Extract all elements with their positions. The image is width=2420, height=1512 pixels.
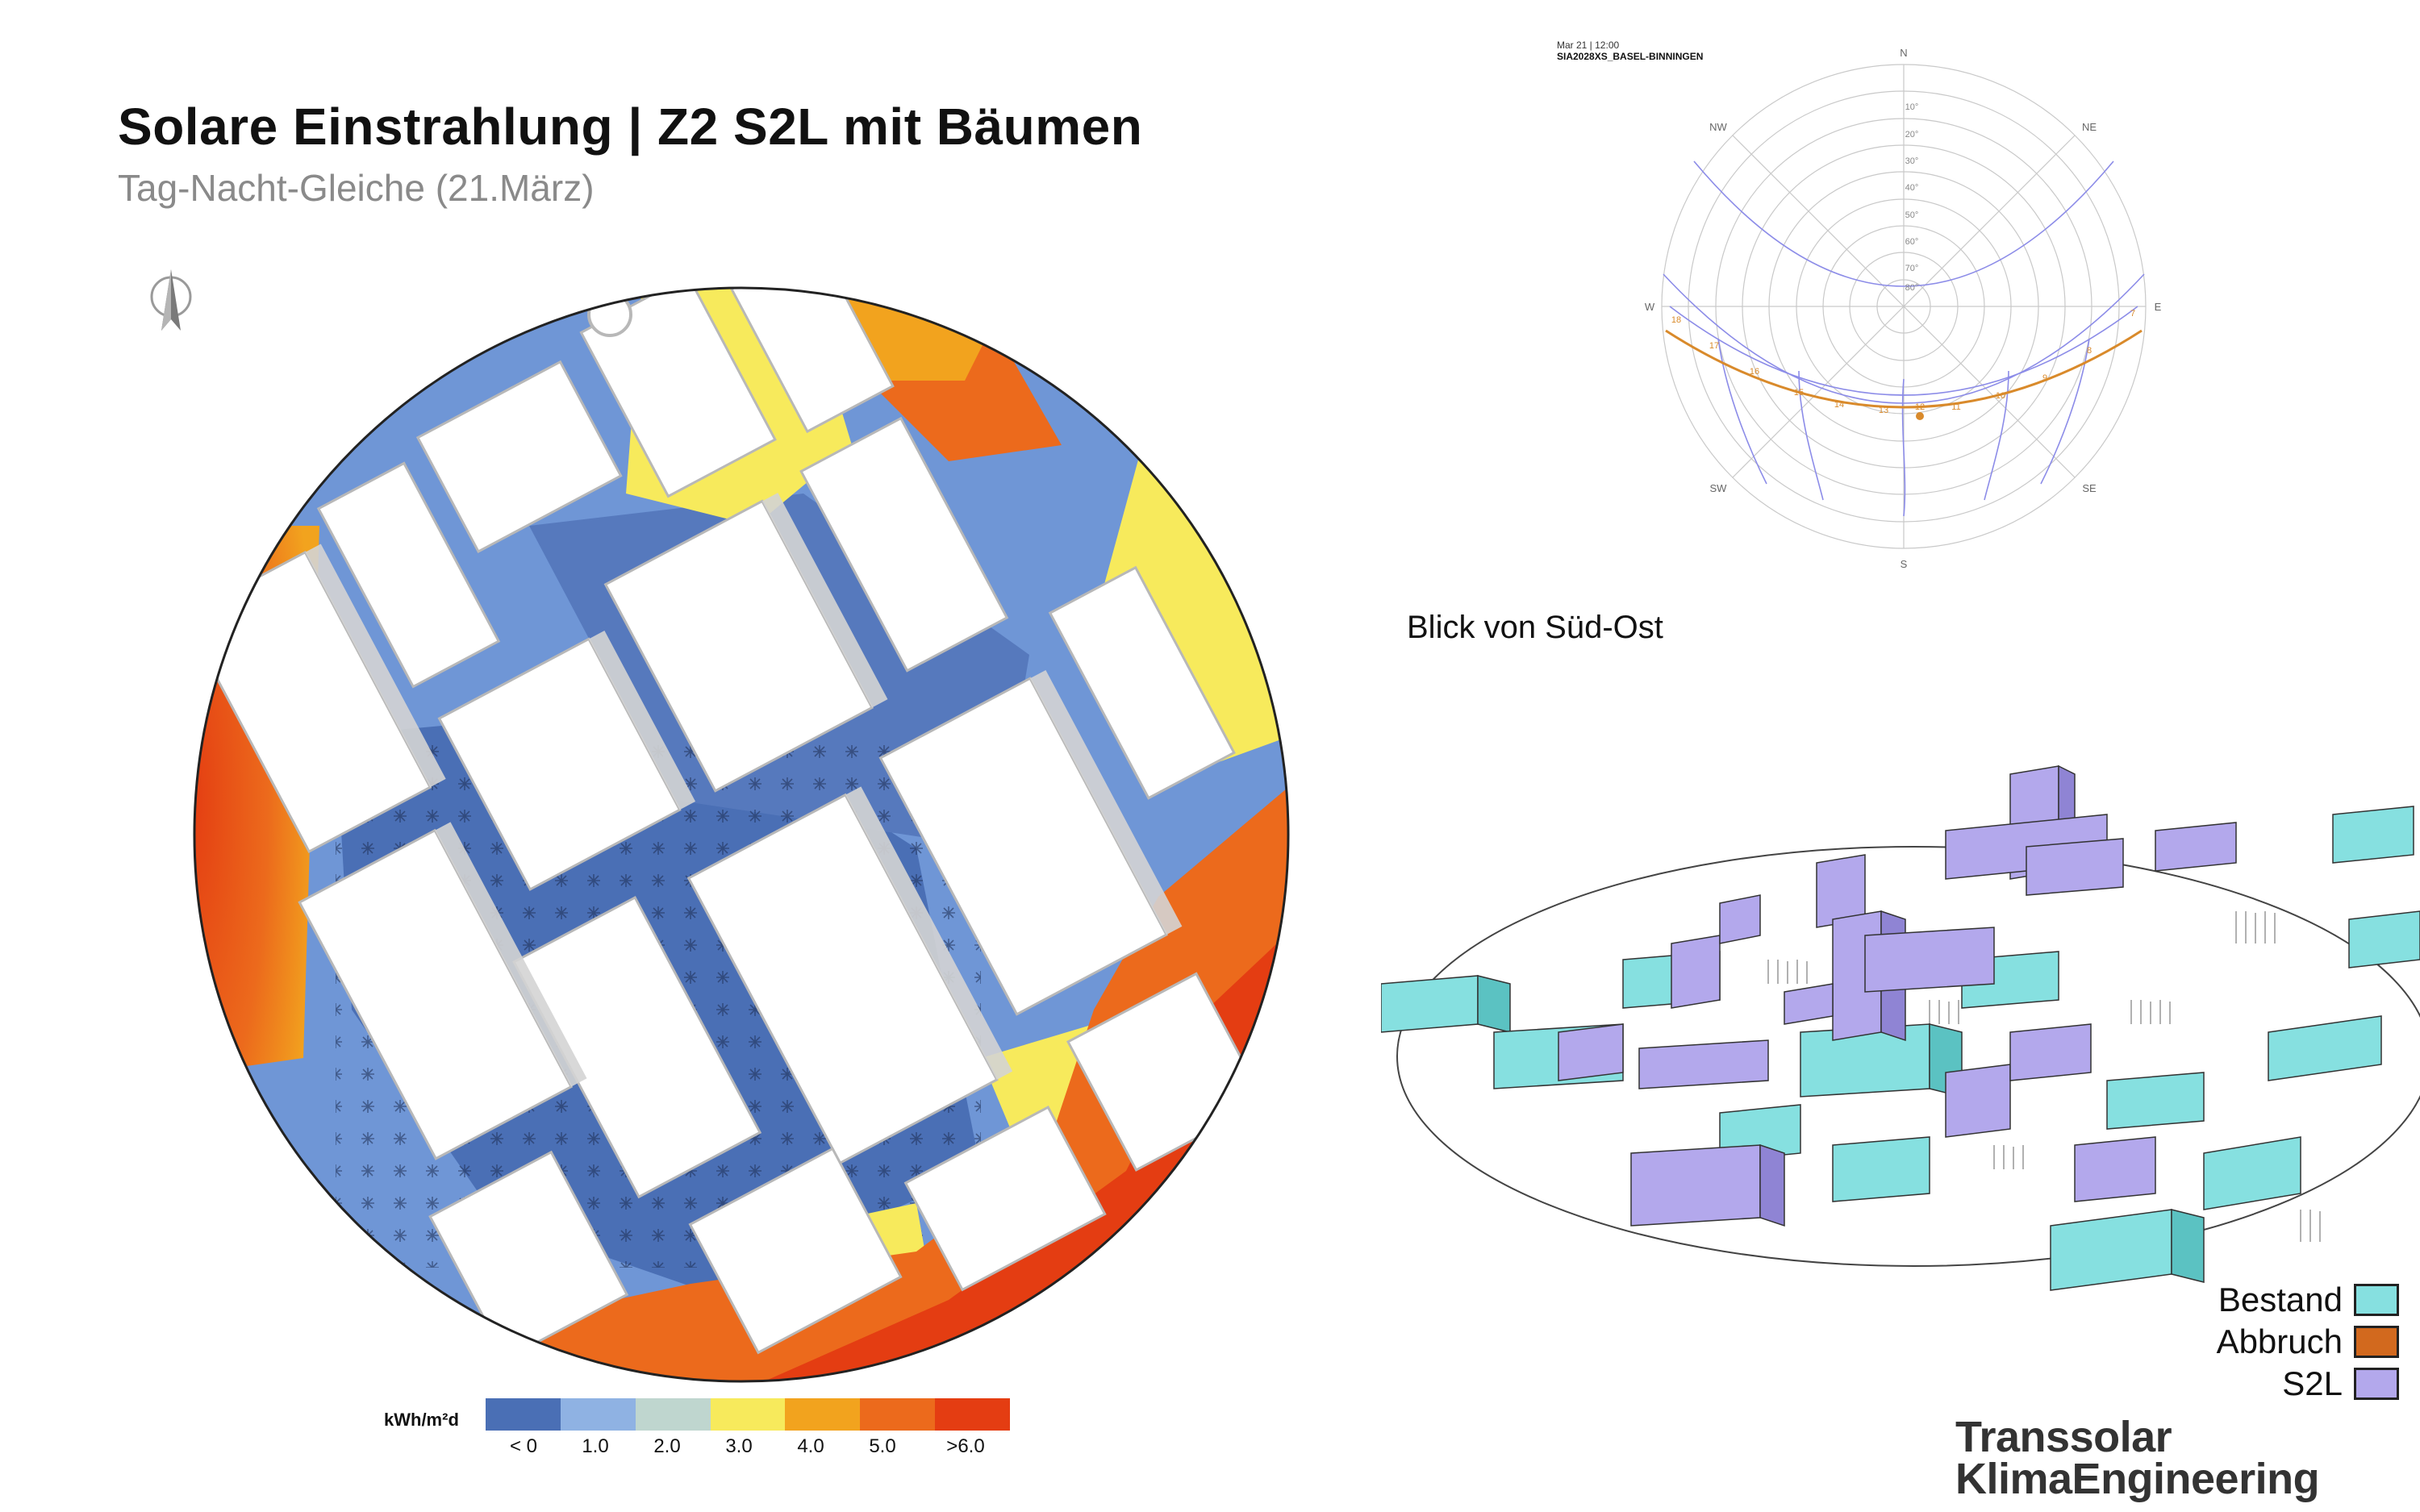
compass-sw: SW [1710,482,1728,494]
altitude-label: 20° [1905,130,1919,140]
legend-swatch-4 [785,1398,861,1431]
hour-label: 18 [1671,315,1681,325]
company-logo: Transsolar KlimaEngineering [1955,1413,2320,1503]
altitude-label: 30° [1905,156,1919,166]
compass-e: E [2155,301,2162,313]
map-content [194,288,1288,1381]
altitude-label: 80° [1905,283,1919,293]
sunpath-header-line2: SIA2028XS_BASEL-BINNINGEN [1557,51,1703,62]
compass-nw: NW [1709,121,1727,133]
legend-swatch-0 [486,1398,561,1431]
hour-label: 15 [1794,388,1804,398]
hour-label: 11 [1951,402,1960,412]
compass-s: S [1901,558,1908,570]
page-subtitle: Tag-Nacht-Gleiche (21.März) [118,167,595,209]
legend-swatch-1 [560,1398,636,1431]
hour-label: 16 [1750,367,1759,377]
irradiation-map [193,286,1290,1383]
legend-swatch-s2l [2354,1368,2399,1400]
view-label: Blick von Süd-Ost [1407,610,1663,645]
hour-label: 12 [1915,402,1925,412]
compass-w: W [1645,301,1655,313]
color-legend [486,1398,1011,1431]
legend-row-s2l: S2L [2282,1364,2399,1403]
legend-tick: 5.0 [869,1435,896,1457]
hour-label: 14 [1834,400,1844,410]
north-arrow-icon [150,269,192,331]
legend-tick: >6.0 [946,1435,985,1457]
altitude-label: 10° [1905,102,1919,112]
legend-swatch-3 [710,1398,786,1431]
hour-label: 13 [1879,406,1888,415]
legend-tick: 3.0 [725,1435,753,1457]
hour-label: 10 [1996,391,2005,401]
legend-row-abbruch: Abbruch [2217,1322,2399,1361]
legend-swatch-2 [635,1398,711,1431]
hour-label: 7 [2130,309,2135,319]
legend-swatch-bestand [2354,1284,2399,1316]
legend-unit: kWh/m²d [384,1410,459,1430]
altitude-label: 40° [1905,183,1919,193]
legend-label: S2L [2282,1364,2343,1402]
legend-tick: 4.0 [797,1435,824,1457]
legend-row-bestand: Bestand [2218,1281,2399,1319]
legend-swatch-6 [935,1398,1011,1431]
logo-line-1: Transsolar [1955,1413,2172,1461]
legend-label: Abbruch [2216,1322,2343,1360]
sun-position-marker [1916,412,1924,420]
hour-label: 17 [1709,341,1719,351]
hour-label: 8 [2087,346,2092,356]
altitude-label: 60° [1905,237,1919,247]
compass-se: SE [2082,482,2097,494]
compass-n: N [1900,47,1907,59]
logo-line-2: KlimaEngineering [1955,1455,2320,1503]
sunpath-header-line1: Mar 21 | 12:00 [1557,40,1619,51]
analemmas [1663,160,2145,517]
page-title: Solare Einstrahlung | Z2 S2L mit Bäumen [118,98,1143,156]
equinox-sun-curve [1665,329,2143,409]
legend-swatch-abbruch [2354,1326,2399,1358]
legend-tick: 1.0 [582,1435,609,1457]
legend-tick: 2.0 [653,1435,681,1457]
compass-ne: NE [2082,121,2097,133]
massing-3d-view [1381,764,2420,1291]
altitude-label: 50° [1905,210,1919,220]
hour-label: 9 [2042,373,2047,383]
altitude-rings [1661,64,2147,549]
altitude-label: 70° [1905,264,1919,273]
legend-label: Bestand [2218,1281,2343,1318]
sunpath-diagram: Mar 21 | 12:00 SIA2028XS_BASEL-BINNINGEN… [1557,40,2162,570]
legend-tick: < 0 [509,1435,538,1457]
legend-swatch-5 [860,1398,936,1431]
